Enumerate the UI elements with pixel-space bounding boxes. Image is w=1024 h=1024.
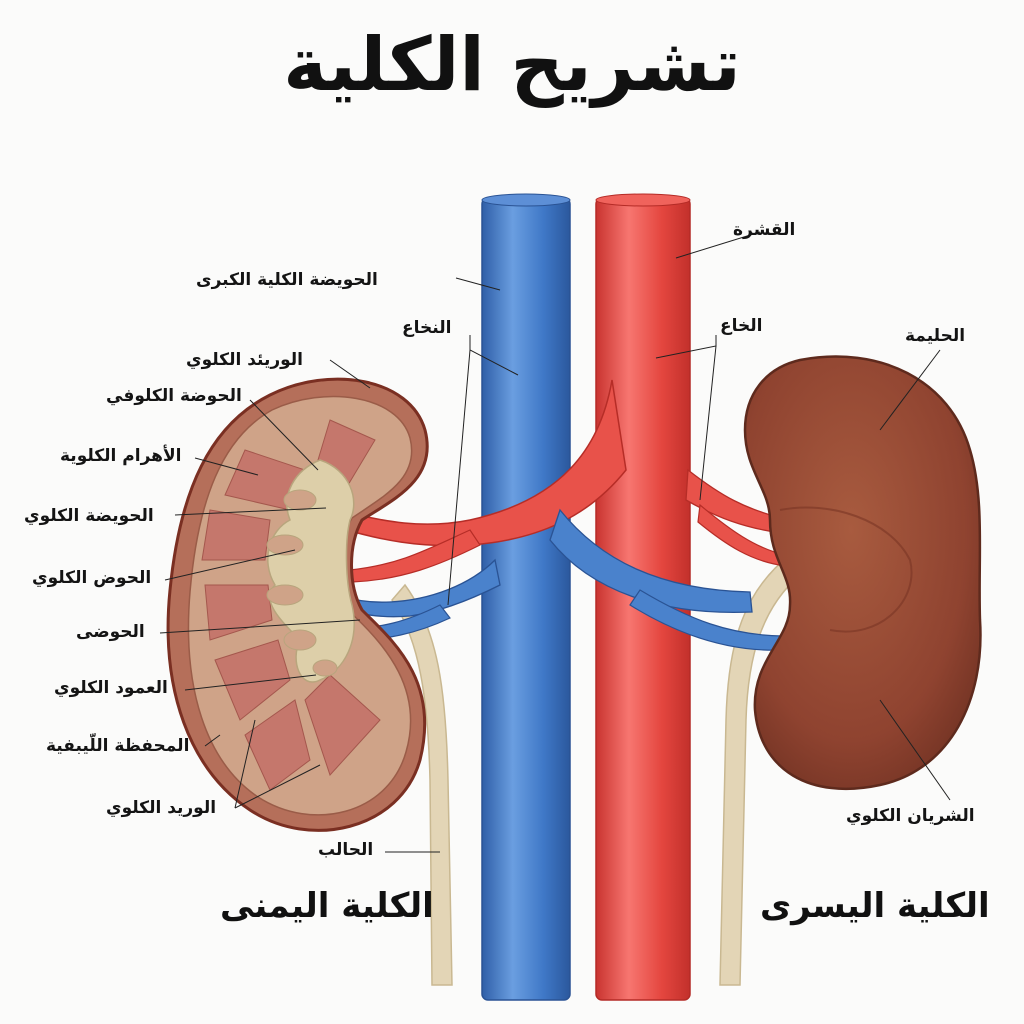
vena-cava <box>481 197 571 1001</box>
page-title: تشريح الكلية <box>283 22 741 108</box>
right-kidney-section <box>166 377 429 832</box>
left-kidney <box>743 355 982 790</box>
label-renal-vein-top: الوريئد الكلوي <box>186 350 303 370</box>
label-ureter: الحالب <box>318 840 374 860</box>
left-renal-vein <box>549 508 753 614</box>
label-renal-vein: الوريد الكلوي <box>106 798 217 818</box>
label-renal-basin: الحوض الكلوي <box>32 568 152 588</box>
label-calyx: الحوضة الكلوفي <box>106 386 242 406</box>
caption-right-kidney: الكلية اليمنى <box>220 886 434 926</box>
label-khaa: الخاع <box>720 316 763 336</box>
left-ureter <box>719 553 801 986</box>
label-renal-artery: الشريان الكلوي <box>846 806 975 826</box>
label-capsule: المحفظة اللّيبفية <box>46 736 190 756</box>
label-papilla: الحليمة <box>905 326 966 346</box>
caption-left-kidney: الكلية اليسرى <box>760 886 990 926</box>
label-renal-column: العمود الكلوي <box>54 678 168 698</box>
label-renal-pelvis: الحويضة الكلوي <box>24 506 154 526</box>
label-cortex: القشرة <box>733 220 796 240</box>
label-medulla: النخاع <box>402 318 452 338</box>
label-hawdha: الحوضى <box>76 622 145 642</box>
label-pyramids: الأهرام الكلوية <box>60 446 182 466</box>
label-major-pelvis: الحويضة الكلية الكبرى <box>196 270 378 290</box>
